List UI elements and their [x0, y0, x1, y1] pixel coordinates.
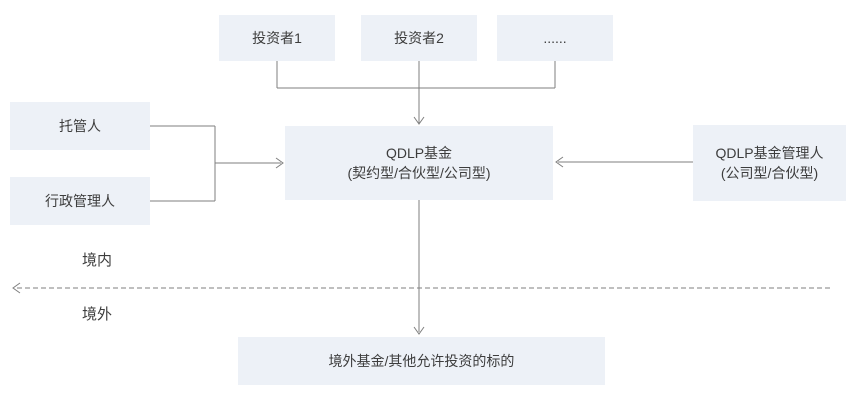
- node-investor-2: 投资者2: [361, 15, 477, 61]
- node-qdlp-fund: QDLP基金 (契约型/合伙型/公司型): [285, 126, 553, 200]
- node-administrator-label: 行政管理人: [45, 193, 115, 209]
- node-offshore-target-label: 境外基金/其他允许投资的标的: [328, 353, 515, 369]
- node-custodian: 托管人: [10, 102, 150, 150]
- node-qdlp-fund-title: QDLP基金: [385, 145, 453, 161]
- node-qdlp-fund-subtitle: (契约型/合伙型/公司型): [347, 165, 491, 181]
- node-investor-1-label: 投资者1: [252, 30, 302, 46]
- arrowhead-into-fund-right: [555, 156, 564, 168]
- node-investor-1: 投资者1: [219, 15, 335, 61]
- arrowhead-boundary-left: [12, 282, 21, 294]
- arrowhead-into-offshore-top: [413, 326, 425, 335]
- node-qdlp-manager: QDLP基金管理人 (公司型/合伙型): [693, 125, 846, 201]
- node-qdlp-manager-title: QDLP基金管理人: [715, 145, 824, 161]
- node-investor-more-label: ......: [543, 30, 567, 46]
- node-investor-more: ......: [497, 15, 613, 61]
- node-investor-2-label: 投资者2: [394, 30, 444, 46]
- label-overseas: 境外: [82, 306, 113, 323]
- arrowhead-into-fund-left: [275, 157, 284, 169]
- node-administrator: 行政管理人: [10, 177, 150, 225]
- node-qdlp-manager-subtitle: (公司型/合伙型): [720, 165, 819, 181]
- label-domestic: 境内: [82, 252, 113, 269]
- arrowhead-into-fund-top: [413, 116, 425, 125]
- node-offshore-target: 境外基金/其他允许投资的标的: [238, 337, 605, 385]
- node-custodian-label: 托管人: [59, 118, 101, 134]
